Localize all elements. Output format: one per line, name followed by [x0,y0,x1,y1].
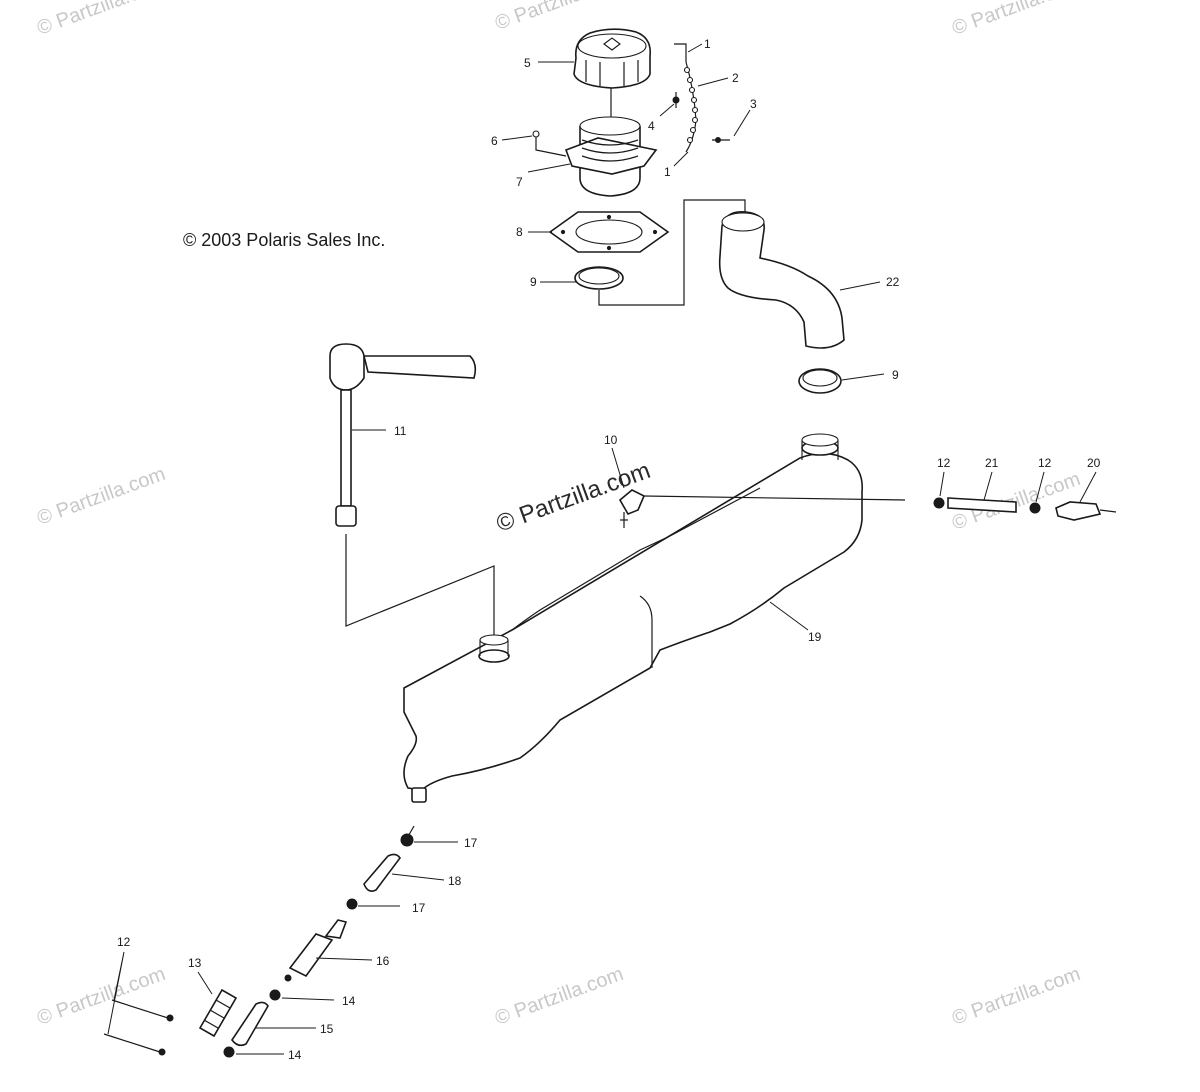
hose-clamp-upper [574,266,624,290]
callout-10: 10 [604,433,618,447]
callout-labels: 1 2 3 4 5 6 7 1 8 9 22 9 11 10 12 21 12 … [117,37,1101,1062]
callout-20: 20 [1087,456,1101,470]
watermark: © Partzilla.com [492,963,626,1030]
watermark: © Partzilla.com [34,0,168,40]
callout-9-upper: 9 [530,275,537,289]
filler-neck [564,116,658,197]
callout-17-lower: 17 [412,901,426,915]
callout-14-upper: 14 [342,994,356,1008]
callout-1b: 1 [664,165,671,179]
callout-8: 8 [516,225,523,239]
callout-21: 21 [985,456,999,470]
cap-retainer-chain [532,43,730,157]
watermark: © Partzilla.com [34,963,168,1030]
callout-14-lower: 14 [288,1048,302,1062]
callout-11: 11 [394,424,407,438]
spring-and-ties [103,951,238,1056]
callout-1: 1 [704,37,711,51]
callout-5: 5 [524,56,531,70]
hose-clamp-lower [798,368,842,394]
callout-22: 22 [886,275,900,289]
callout-18: 18 [448,874,462,888]
callout-13: 13 [188,956,202,970]
callout-12-vent-right: 12 [1038,456,1052,470]
vent-hose-assembly [933,497,1117,521]
callout-4: 4 [648,119,655,133]
filler-cap [573,28,652,118]
callout-12-vent-left: 12 [937,456,951,470]
callout-3: 3 [750,97,757,111]
vent-fitting [618,489,906,528]
watermark: © Partzilla.com [34,463,168,530]
oil-level-sender [329,343,495,636]
callout-9-lower: 9 [892,368,899,382]
callout-17-upper: 17 [464,836,478,850]
gasket [548,211,670,253]
filler-hose-22 [718,210,845,349]
callout-19: 19 [808,630,822,644]
callout-6: 6 [491,134,498,148]
callout-12-ties: 12 [117,935,131,949]
watermark: © Partzilla.com [949,0,1083,40]
oil-feed-line [223,825,415,1058]
callout-2: 2 [732,71,739,85]
watermark: © Partzilla.com [949,963,1083,1030]
oil-tank [403,433,864,803]
callout-16: 16 [376,954,390,968]
callout-15: 15 [320,1022,334,1036]
callout-7: 7 [516,175,523,189]
copyright-text: © 2003 Polaris Sales Inc. [183,230,385,250]
callout-leaders [197,43,1097,1055]
